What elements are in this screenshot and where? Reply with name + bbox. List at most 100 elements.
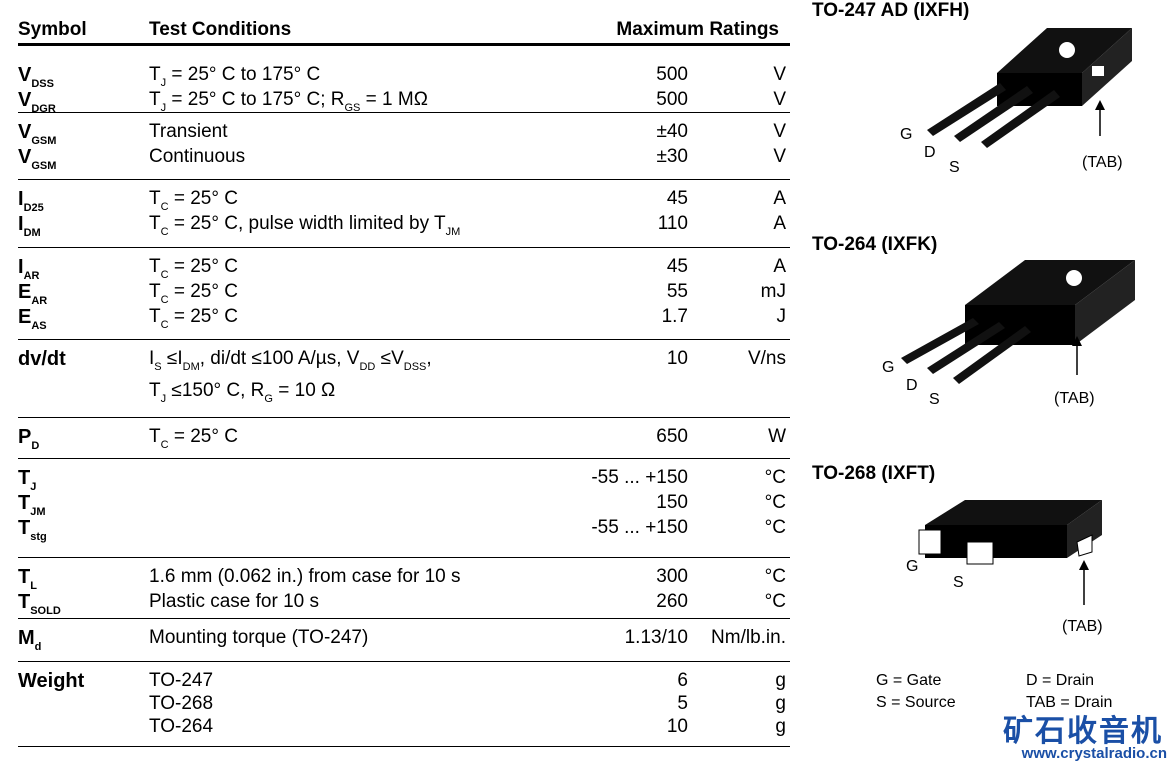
condition-text: = 25° C to 175° C [166,64,321,85]
header-symbol: Symbol [18,19,87,40]
rating-group: dv/dt IS ≤IDM, di/dt ≤100 A/µs, VDD ≤VDSS… [18,340,790,418]
value-cell: 300 [656,566,688,587]
condition-text: ≤V [375,348,404,369]
symbol-subscript: SOLD [30,605,61,617]
value-cell: 10 [666,716,688,737]
symbol-cell: TL [18,566,37,592]
condition-subscript: C [160,294,169,306]
condition-text: , di/dt ≤100 A/µs, V [199,348,360,369]
symbol-subscript: D25 [23,202,44,214]
condition-text: T [149,380,161,401]
symbol-subscript: DGR [31,103,56,115]
unit-cell: g [775,716,786,737]
to264-title: TO-264 (IXFK) [812,234,938,255]
condition-cell: IS ≤IDM, di/dt ≤100 A/µs, VDD ≤VDSS, [149,348,432,373]
condition-subscript: DM [182,361,200,373]
symbol-cell: PD [18,426,39,452]
condition-text: = 25° C [168,306,238,327]
to247-title: TO-247 AD (IXFH) [812,0,970,21]
value-cell: 5 [677,693,688,714]
condition-text: T [149,188,161,209]
symbol-cell: Weight [18,670,84,696]
unit-cell: °C [764,566,786,587]
symbol-main: V [18,64,32,86]
condition-text: TO-268 [149,693,214,714]
rating-group: TL 1.6 mm (0.062 in.) from case for 10 s 3… [18,558,790,619]
condition-text: ≤I [161,348,183,369]
to268-title: TO-268 (IXFT) [812,463,936,484]
symbol-subscript: JM [30,506,46,518]
symbol-subscript: GSM [31,160,57,172]
symbol-subscript: AR [31,295,48,307]
condition-text: = 25° C [168,188,238,209]
unit-cell: g [775,670,786,691]
symbol-cell: ID25 [18,188,44,214]
symbol-cell: TSOLD [18,591,61,617]
condition-text: 1.6 mm (0.062 in.) from case for 10 s [149,566,461,587]
condition-cell: TO-264 [149,716,213,738]
unit-cell: Nm/lb.in. [711,627,786,648]
symbol-subscript: DSS [31,78,54,90]
symbol-cell: EAS [18,306,47,332]
condition-subscript: J [160,393,167,405]
condition-subscript: C [160,319,169,331]
rating-row: TO-264 10 g [18,716,790,739]
value-cell: 45 [666,188,688,209]
symbol-cell: dv/dt [18,348,66,374]
header-ratings: Maximum Ratings [616,19,779,40]
condition-cell: TJ ≤150° C, RG = 10 Ω [149,380,335,405]
condition-cell: Transient [149,121,228,143]
to268-tab-label: (TAB) [1062,618,1103,635]
symbol-subscript: D [31,440,40,452]
condition-subscript: JM [445,226,461,238]
unit-cell: W [768,426,786,447]
watermark-brand: 矿石收音机 [1003,715,1163,748]
symbol-main: I [18,256,24,278]
to264-package-drawing [901,260,1135,384]
condition-cell: TC = 25° C [149,188,238,213]
value-cell: 260 [656,591,688,612]
condition-text: T [149,306,161,327]
to268-gate-label: G [906,558,919,575]
unit-cell: J [776,306,787,327]
to247-tab-label: (TAB) [1082,154,1123,171]
symbol-main: P [18,426,32,448]
condition-text: T [149,281,161,302]
symbol-main: V [18,146,32,168]
condition-text: TO-247 [149,670,214,691]
symbol-cell: VGSM [18,146,56,172]
legend-gate: G = Gate [876,672,942,689]
symbol-main: E [18,306,32,328]
condition-text: T [149,213,161,234]
symbol-main: I [18,213,24,235]
symbol-cell: Tstg [18,517,47,543]
header-conditions: Test Conditions [149,19,292,40]
to247-drain-label: D [924,144,936,161]
value-cell: 110 [657,213,688,234]
condition-subscript: C [160,439,169,451]
to264-drain-label: D [906,377,918,394]
condition-subscript: C [160,226,169,238]
condition-cell: TO-268 [149,693,213,715]
condition-subscript: C [160,269,169,281]
condition-text: , [426,348,432,369]
unit-cell: A [773,213,786,234]
symbol-subscript: AS [31,320,47,332]
condition-subscript: C [160,201,169,213]
symbol-subscript: AR [23,270,40,282]
rating-row: TJ ≤150° C, RG = 10 Ω [18,380,790,412]
condition-text: = 1 MΩ [360,89,428,110]
condition-subscript: DSS [403,361,427,373]
value-cell: 55 [666,281,688,302]
